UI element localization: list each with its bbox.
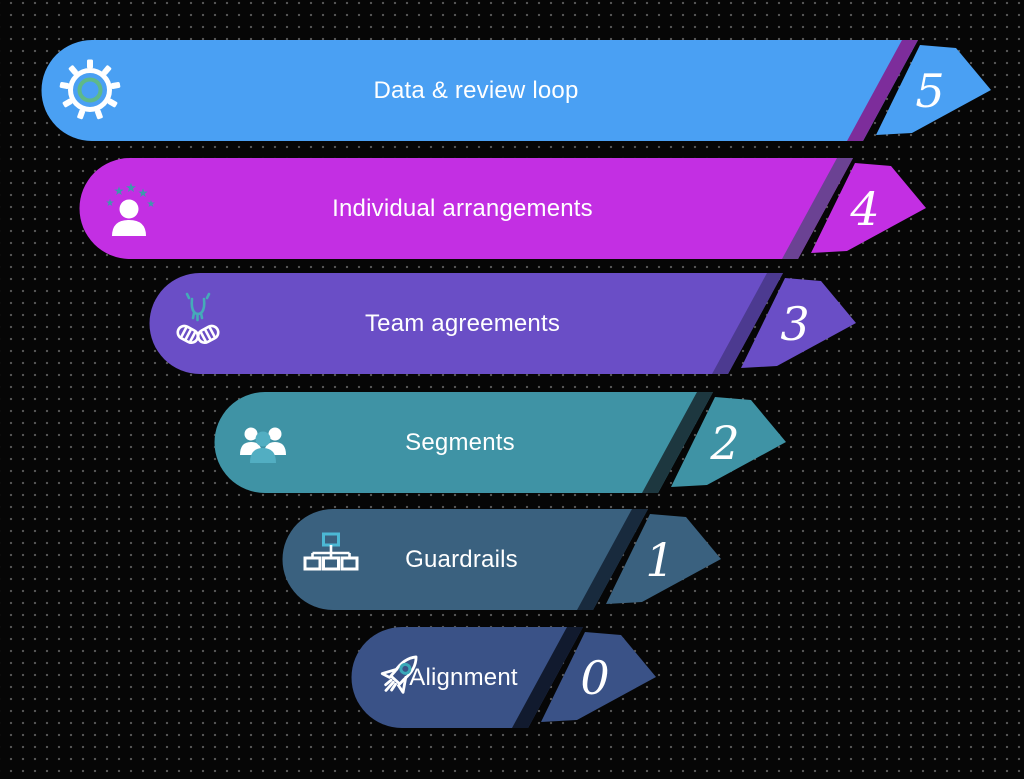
person-stars-icon: ★ ★ ★ ★ ★ <box>106 180 156 236</box>
level-label: Team agreements <box>364 310 561 337</box>
stripe-shape <box>642 392 713 493</box>
hands-together-icon <box>176 292 220 345</box>
bar-shape <box>41 40 918 141</box>
funnel-level-3: Team agreements 3 <box>0 273 1024 374</box>
level-label: Guardrails <box>405 546 518 573</box>
level-4-shape <box>79 158 926 259</box>
funnel-level-5: Data & review loop 5 <box>0 40 1024 141</box>
star-glyph: ★ <box>138 186 149 200</box>
stripe-shape <box>712 273 783 374</box>
stripe-shape <box>577 509 648 610</box>
stripe-shape <box>782 158 853 259</box>
level-3-shape <box>149 273 856 374</box>
rocket-icon <box>380 655 418 694</box>
funnel-level-2: Segments 2 <box>0 392 1024 493</box>
arrow-shape <box>811 163 926 253</box>
level-label: Individual arrangements <box>332 195 593 222</box>
level-number: 0 <box>580 651 610 705</box>
star-glyph: ★ <box>125 180 137 195</box>
star-glyph: ★ <box>147 199 156 210</box>
level-number: 1 <box>645 533 675 587</box>
people-group-icon <box>240 427 286 463</box>
arrow-shape <box>606 514 721 604</box>
bar-shape <box>351 627 583 728</box>
level-0-shape <box>351 627 656 728</box>
bar-shape <box>79 158 853 259</box>
bar-shape <box>282 509 648 610</box>
arrow-shape <box>541 632 656 722</box>
level-2-shape <box>214 392 786 493</box>
level-number: 4 <box>850 182 880 236</box>
level-number: 5 <box>915 64 945 118</box>
gear-icon <box>59 59 121 120</box>
stripe-shape <box>512 627 583 728</box>
level-1-shape <box>282 509 721 610</box>
org-chart-icon <box>303 532 359 571</box>
star-glyph: ★ <box>106 198 115 209</box>
bar-shape <box>149 273 783 374</box>
arrow-shape <box>876 45 991 135</box>
level-number: 2 <box>710 416 740 470</box>
stripe-shape <box>847 40 918 141</box>
level-5-shape <box>41 40 991 141</box>
funnel-level-0: Alignment 0 <box>0 627 1024 728</box>
level-label: Segments <box>405 429 515 456</box>
bar-shape <box>214 392 713 493</box>
funnel-level-1: Guardrails 1 <box>0 509 1024 610</box>
level-number: 3 <box>780 297 810 351</box>
level-label: Alignment <box>409 664 518 691</box>
arrow-shape <box>741 278 856 368</box>
arrow-shape <box>671 397 786 487</box>
star-glyph: ★ <box>114 184 125 198</box>
level-label: Data & review loop <box>373 77 579 104</box>
funnel-level-4: ★ ★ ★ ★ ★ Individual arrangements 4 <box>0 158 1024 259</box>
